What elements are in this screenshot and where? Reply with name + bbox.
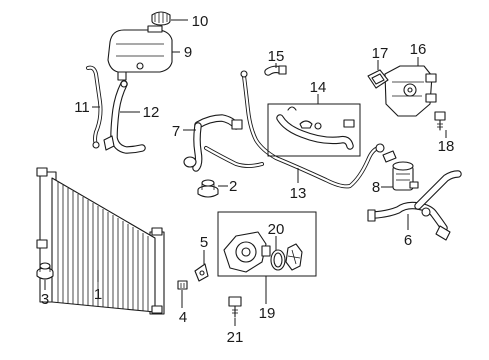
callout-19: 19 xyxy=(259,305,276,322)
callout-13: 13 xyxy=(290,185,307,202)
lower-radiator-hose xyxy=(367,170,462,241)
water-pump-bolt xyxy=(228,296,242,318)
callout-17: 17 xyxy=(372,45,389,62)
coolant-sensor-cap xyxy=(194,263,209,282)
coolant-expansion-tank xyxy=(107,25,173,81)
callout-16: 16 xyxy=(410,41,427,58)
radiator-mount-bushing-lower xyxy=(36,262,54,280)
callout-4: 4 xyxy=(179,309,187,326)
water-pump-kit-frame xyxy=(217,211,317,277)
callout-9: 9 xyxy=(184,44,192,61)
callout-labels: 1 2 3 4 5 6 7 8 9 10 11 12 13 14 15 16 1… xyxy=(41,13,455,346)
callout-1: 1 xyxy=(94,286,102,303)
callout-12: 12 xyxy=(143,104,160,121)
hose-kit-frame xyxy=(267,103,361,157)
thermostat-seal xyxy=(270,249,286,271)
radiator-core-fins xyxy=(57,182,149,311)
thermostat-gasket xyxy=(367,69,389,89)
callout-15: 15 xyxy=(268,48,285,65)
upper-radiator-hose xyxy=(183,114,264,172)
housing-bolt xyxy=(434,111,446,131)
radiator xyxy=(36,167,165,315)
leader-lines xyxy=(44,19,447,326)
expansion-tank-hose xyxy=(103,80,146,154)
callout-2: 2 xyxy=(229,178,237,195)
expansion-tank-cap xyxy=(151,11,171,26)
coolant-pipe xyxy=(240,70,385,189)
drain-plug xyxy=(177,280,188,290)
thermostat xyxy=(285,243,303,271)
radiator-mount-bushing-upper xyxy=(197,179,219,198)
callout-10: 10 xyxy=(192,13,209,30)
callout-8: 8 xyxy=(372,179,380,196)
callout-3: 3 xyxy=(41,291,49,308)
water-pump xyxy=(223,231,271,273)
callout-5: 5 xyxy=(200,234,208,251)
callout-21: 21 xyxy=(227,329,244,346)
callout-14: 14 xyxy=(310,79,327,96)
auxiliary-coolant-pump xyxy=(382,150,419,191)
overflow-hose xyxy=(86,65,103,149)
callout-7: 7 xyxy=(172,123,180,140)
heater-hose xyxy=(264,65,287,76)
callout-20: 20 xyxy=(268,221,285,238)
bypass-hose-kit xyxy=(276,106,355,150)
callout-18: 18 xyxy=(438,138,455,155)
callout-11: 11 xyxy=(74,99,90,116)
callout-6: 6 xyxy=(404,232,412,249)
thermostat-housing xyxy=(384,65,437,117)
